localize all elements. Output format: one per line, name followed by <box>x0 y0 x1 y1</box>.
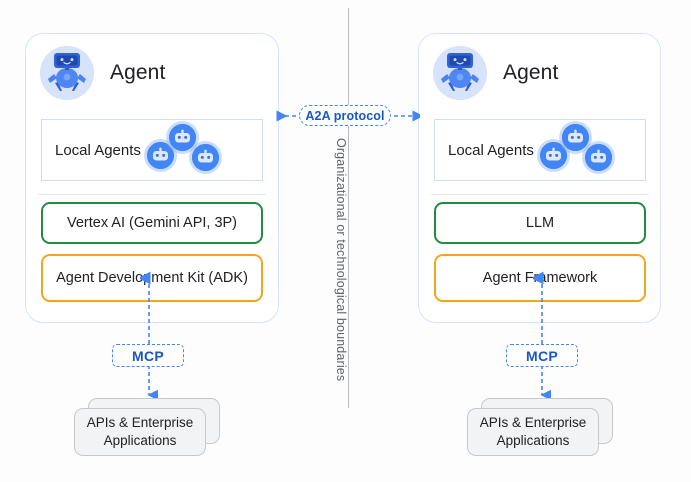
panel-divider-left <box>38 194 266 195</box>
agent-bubble-icon <box>168 124 196 151</box>
mcp-chip-left[interactable]: MCP <box>112 344 184 367</box>
api-stack-left[interactable]: APIs & Enterprise Applications <box>74 398 220 456</box>
api-card-front[interactable]: APIs & Enterprise Applications <box>467 408 599 456</box>
agent-title-right: Agent <box>503 61 559 84</box>
local-agents-bubble-cluster <box>539 122 614 178</box>
api-card-front[interactable]: APIs & Enterprise Applications <box>74 408 206 456</box>
model-box-left[interactable]: Vertex AI (Gemini API, 3P) <box>41 202 263 244</box>
agent-panel-left[interactable]: Agent Local Agents <box>25 33 279 323</box>
local-agents-bubble-cluster <box>146 122 221 178</box>
local-agents-label: Local Agents <box>448 141 534 159</box>
framework-box-left[interactable]: Agent Development Kit (ADK) <box>41 254 263 302</box>
mcp-connector-upper-left <box>140 271 151 344</box>
local-agents-box-right[interactable]: Local Agents <box>434 119 646 181</box>
agent-header-left: Agent <box>26 42 278 104</box>
local-agents-box-left[interactable]: Local Agents <box>41 119 263 181</box>
local-agents-label: Local Agents <box>55 141 141 159</box>
a2a-protocol-chip[interactable]: A2A protocol <box>299 105 391 126</box>
model-box-right[interactable]: LLM <box>434 202 646 244</box>
organizational-boundary-line <box>348 8 350 408</box>
mcp-connector-lower-right <box>540 365 551 402</box>
agent-panel-right[interactable]: Agent Local Agents <box>418 33 661 323</box>
agent-bubble-icon <box>191 144 219 171</box>
mcp-chip-right[interactable]: MCP <box>506 344 578 367</box>
agent-header-right: Agent <box>419 42 660 104</box>
robot-avatar-icon <box>433 46 487 100</box>
agent-bubble-icon <box>561 124 589 151</box>
agent-bubble-icon <box>146 142 174 169</box>
api-stack-right[interactable]: APIs & Enterprise Applications <box>467 398 613 456</box>
agent-bubble-icon <box>584 144 612 171</box>
mcp-connector-upper-right <box>533 271 544 344</box>
agent-title-left: Agent <box>110 61 166 84</box>
panel-divider-right <box>431 194 649 195</box>
agent-bubble-icon <box>539 142 567 169</box>
mcp-connector-lower-left <box>147 365 158 402</box>
robot-avatar-icon <box>40 46 94 100</box>
a2a-connector-arrow <box>276 110 420 122</box>
organizational-boundary-caption: Organizational or technological boundari… <box>334 138 348 382</box>
